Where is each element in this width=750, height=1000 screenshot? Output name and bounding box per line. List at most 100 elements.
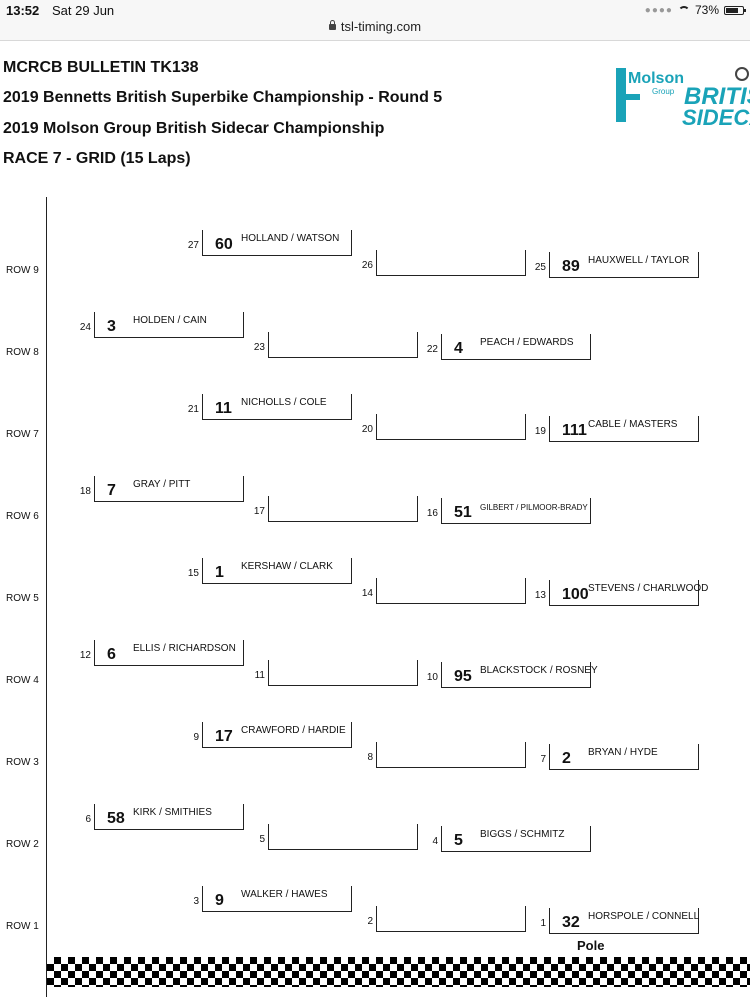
race-title: RACE 7 - GRID (15 Laps) (3, 150, 191, 167)
grid-position-number: 5 (259, 834, 265, 845)
car-number: 11 (215, 400, 232, 417)
logo-word-4: SIDECAR (682, 105, 750, 128)
grid-position-number: 26 (361, 260, 373, 271)
grid-position-number: 16 (426, 508, 438, 519)
address-bar[interactable]: tsl-timing.com (0, 19, 750, 34)
url-text: tsl-timing.com (340, 19, 422, 34)
grid-position-number: 13 (534, 590, 546, 601)
grid-position-number: 3 (193, 896, 199, 907)
car-number: 17 (215, 728, 233, 745)
crew-names: KERSHAW / CLARK (241, 561, 333, 572)
grid-slot: 9 WALKER / HAWES (202, 886, 352, 912)
crew-names: CABLE / MASTERS (588, 419, 678, 430)
car-number: 95 (454, 668, 472, 685)
car-number: 7 (107, 482, 116, 499)
logo-word-2: Group (652, 87, 675, 96)
championship-title: 2019 Bennetts British Superbike Champion… (3, 89, 443, 106)
grid-slot (268, 496, 418, 522)
crew-names: PEACH / EDWARDS (480, 337, 574, 348)
grid-slot: 32 HORSPOLE / CONNELL (549, 908, 699, 934)
grid-slot (376, 414, 526, 440)
row-label: ROW 2 (6, 839, 39, 850)
grid-position-number: 15 (187, 568, 199, 579)
signal-dots-icon: ●●●● (644, 4, 673, 16)
grid-slot: 58 KIRK / SMITHIES (94, 804, 244, 830)
grid-slot (268, 332, 418, 358)
grid-slot: 1 KERSHAW / CLARK (202, 558, 352, 584)
crew-names: GILBERT / PILMOOR-BRADY (480, 503, 588, 512)
grid-position-number: 20 (361, 424, 373, 435)
row-label: ROW 5 (6, 593, 39, 604)
crew-names: STEVENS / CHARLWOOD (588, 583, 709, 594)
chequered-line (47, 957, 750, 987)
pole-label: Pole (577, 938, 605, 953)
grid-position-number: 21 (187, 404, 199, 415)
grid-position-number: 9 (193, 732, 199, 743)
grid-position-number: 22 (426, 344, 438, 355)
grid-slot (376, 250, 526, 276)
status-date: Sat 29 Jun (52, 3, 115, 18)
grid-position-number: 27 (187, 240, 199, 251)
row-label: ROW 6 (6, 511, 39, 522)
car-number: 1 (215, 564, 224, 581)
crew-names: NICHOLLS / COLE (241, 397, 327, 408)
grid-slot: 51 GILBERT / PILMOOR-BRADY (441, 498, 591, 524)
row-label: ROW 9 (6, 265, 39, 276)
grid-slot: 95 BLACKSTOCK / ROSNEY (441, 662, 598, 688)
lock-icon (328, 20, 336, 30)
bulletin-title: MCRCB BULLETIN TK138 (3, 59, 199, 76)
grid-position-number: 12 (79, 650, 91, 661)
grid-slot (268, 660, 418, 686)
crew-names: KIRK / SMITHIES (133, 807, 212, 818)
logo-word-3: BRITISH (684, 83, 750, 110)
grid-slot: 60 HOLLAND / WATSON (202, 230, 352, 256)
logo-graphic: Molson Group BRITISH SIDECAR (616, 67, 750, 128)
car-number: 89 (562, 258, 580, 275)
car-number: 32 (562, 914, 580, 931)
logo-word-1: Molson (628, 70, 684, 87)
crew-names: CRAWFORD / HARDIE (241, 725, 346, 736)
car-number: 58 (107, 810, 125, 827)
grid-slot: 17 CRAWFORD / HARDIE (202, 722, 352, 748)
grid-position-number: 7 (540, 754, 546, 765)
grid-slot (376, 742, 526, 768)
crew-names: BLACKSTOCK / ROSNEY (480, 665, 598, 676)
status-time: 13:52 (6, 3, 40, 18)
grid-position-number: 25 (534, 262, 546, 273)
crew-names: WALKER / HAWES (241, 889, 328, 900)
crew-names: HORSPOLE / CONNELL (588, 911, 700, 922)
wifi-icon (677, 5, 690, 15)
grid-position-number: 2 (367, 916, 373, 927)
crew-names: HOLDEN / CAIN (133, 315, 207, 326)
grid-slot: 5 BIGGS / SCHMITZ (441, 826, 591, 852)
crew-names: HOLLAND / WATSON (241, 233, 340, 244)
grid-position-number: 14 (361, 588, 373, 599)
grid-position-number: 23 (253, 342, 265, 353)
car-number: 2 (562, 750, 571, 767)
car-number: 51 (454, 504, 472, 521)
car-number: 60 (215, 236, 233, 253)
molson-british-sidecar-logo: Molson Group BRITISH SIDECAR (612, 64, 750, 128)
crew-names: BIGGS / SCHMITZ (480, 829, 565, 840)
crew-names: GRAY / PITT (133, 479, 191, 490)
row-label: ROW 1 (6, 921, 39, 932)
car-number: 111 (562, 422, 587, 439)
grid-slot (376, 578, 526, 604)
battery-percent: 73% (694, 3, 719, 17)
grid-slot (376, 906, 526, 932)
grid-position-number: 18 (79, 486, 91, 497)
status-bar: 13:52 Sat 29 Jun tsl-timing.com ●●●● 73% (0, 0, 750, 41)
car-number: 5 (454, 832, 463, 849)
grid-position-number: 1 (540, 918, 546, 929)
row-label: ROW 7 (6, 429, 39, 440)
grid-position-number: 19 (534, 426, 546, 437)
sidecar-title: 2019 Molson Group British Sidecar Champi… (3, 120, 385, 137)
car-number: 9 (215, 892, 224, 909)
grid-left-line (46, 197, 47, 997)
